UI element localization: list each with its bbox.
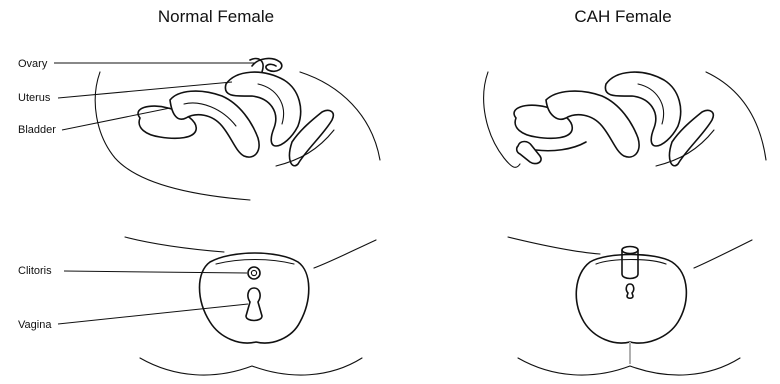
normal-external-labels: Clitoris Vagina xyxy=(18,265,248,331)
normal-right-thigh-line xyxy=(314,240,376,268)
normal-vaginal-opening xyxy=(246,288,262,321)
cah-clitoris-glans xyxy=(622,247,638,254)
label-uterus: Uterus xyxy=(18,92,51,104)
heading-cah-female: CAH Female xyxy=(574,7,671,26)
normal-clitoris-glans xyxy=(251,270,256,275)
cah-pelvic-arc xyxy=(706,72,766,160)
normal-ovary xyxy=(250,59,282,73)
normal-left-thigh-line xyxy=(125,237,224,252)
normal-external-view xyxy=(125,237,376,375)
normal-sagittal-view xyxy=(95,59,380,201)
label-bladder: Bladder xyxy=(18,124,56,136)
leader-clitoris xyxy=(64,271,247,273)
normal-pelvic-arc xyxy=(300,72,380,160)
leader-vagina xyxy=(58,304,248,324)
label-clitoris: Clitoris xyxy=(18,265,52,277)
label-vagina: Vagina xyxy=(18,319,52,331)
cah-right-thigh-line xyxy=(694,240,752,268)
heading-normal-female: Normal Female xyxy=(158,7,274,26)
cah-left-thigh-line xyxy=(508,237,600,254)
cah-external-view xyxy=(508,237,752,375)
cah-mons-crease xyxy=(596,260,666,265)
cah-sagittal-view xyxy=(484,72,766,167)
cah-phallus xyxy=(517,142,541,164)
label-ovary: Ovary xyxy=(18,58,48,70)
cah-body-contour xyxy=(484,72,520,167)
cah-sinus-opening xyxy=(626,284,633,298)
normal-buttock-curve xyxy=(140,358,362,375)
cah-sinus-channel xyxy=(536,142,586,151)
normal-mons-crease xyxy=(216,260,294,265)
normal-clitoris xyxy=(248,267,260,279)
